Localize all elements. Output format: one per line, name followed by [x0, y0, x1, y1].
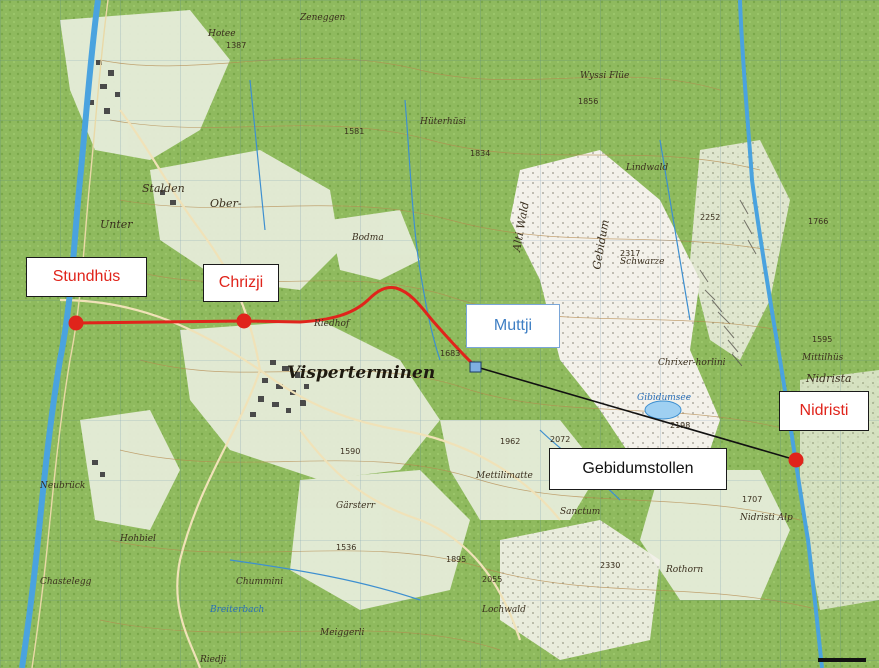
point-chrizji[interactable]: [236, 313, 252, 329]
place-name: Schwarze: [620, 257, 664, 267]
place-name: Nidrista: [805, 372, 852, 385]
spot-height: 2317: [620, 249, 640, 258]
place-name: Visperterminen: [287, 363, 435, 383]
spot-height: 1707: [742, 495, 762, 504]
place-name: Riedhof: [313, 319, 351, 329]
label-muttji[interactable]: Muttji: [466, 304, 560, 348]
point-stundhus[interactable]: [68, 315, 84, 331]
place-name: Meiggerli: [319, 628, 364, 638]
place-name: Ober-: [210, 197, 242, 210]
red-route-line: [75, 286, 478, 369]
place-name: Zeneggen: [299, 13, 346, 23]
place-name: Unter: [100, 218, 133, 231]
spot-height: 1895: [446, 555, 466, 564]
place-name: Gärsterr: [336, 501, 376, 511]
spot-height: 2055: [482, 575, 502, 584]
place-name: Lochwald: [481, 605, 526, 615]
place-name: Bodma: [351, 233, 384, 243]
place-name: Gibidumsee: [637, 393, 691, 403]
place-name: Stalden: [142, 182, 185, 195]
label-chrizji[interactable]: Chrizji: [203, 264, 279, 302]
place-name: Mettilimatte: [475, 471, 533, 481]
spot-height: 2330: [600, 561, 620, 570]
place-name: Chummini: [236, 577, 283, 587]
spot-height: 2072: [550, 435, 570, 444]
point-nidristi[interactable]: [788, 452, 804, 468]
place-name: Neubrück: [39, 481, 85, 491]
spot-height: 1766: [808, 217, 828, 226]
place-name: Wyssi Flüe: [580, 71, 629, 81]
spot-height: 1595: [812, 335, 832, 344]
spot-height: 1856: [578, 97, 598, 106]
spot-height: 1834: [470, 149, 490, 158]
place-name: Riedji: [199, 655, 227, 665]
label-stundhus[interactable]: Stundhüs: [26, 257, 147, 297]
spot-height: 1590: [340, 447, 360, 456]
gebidumstollen-tunnel-line: [479, 367, 797, 461]
spot-height: 1581: [344, 127, 364, 136]
spot-height: 1962: [500, 437, 520, 446]
spot-heights: 1387 1834 1856 2317 2252 2198 1962 2072 …: [226, 41, 832, 584]
place-name: Hotee: [207, 29, 236, 39]
place-name: Hüterhüsi: [419, 117, 466, 127]
place-name: Chastelegg: [40, 577, 92, 587]
spot-height: 1387: [226, 41, 246, 50]
spot-height: 1683: [440, 349, 460, 358]
river-gamsa: [738, 0, 824, 668]
place-name: Mittilhüs: [801, 353, 844, 363]
gibidumsee-lake: [644, 400, 682, 420]
place-name: Chrixer-horlini: [658, 358, 726, 368]
river-vispa: [19, 0, 101, 668]
label-gebidumstollen[interactable]: Gebidumstollen: [549, 448, 727, 490]
place-name: Sanctum: [560, 507, 600, 517]
valley-road: [31, 0, 109, 668]
place-name: Breiterbach: [209, 605, 264, 615]
place-name: Lindwald: [625, 163, 668, 173]
place-name: Hohbiel: [119, 534, 156, 544]
spot-height: 2252: [700, 213, 720, 222]
point-muttji[interactable]: [469, 361, 482, 373]
place-name: Nidristi Alp: [739, 513, 793, 523]
place-name: Rothorn: [665, 565, 703, 575]
label-nidristi[interactable]: Nidristi: [779, 391, 869, 431]
scale-bar: [818, 658, 866, 662]
spot-height: 1536: [336, 543, 356, 552]
spot-height: 2198: [670, 421, 690, 430]
